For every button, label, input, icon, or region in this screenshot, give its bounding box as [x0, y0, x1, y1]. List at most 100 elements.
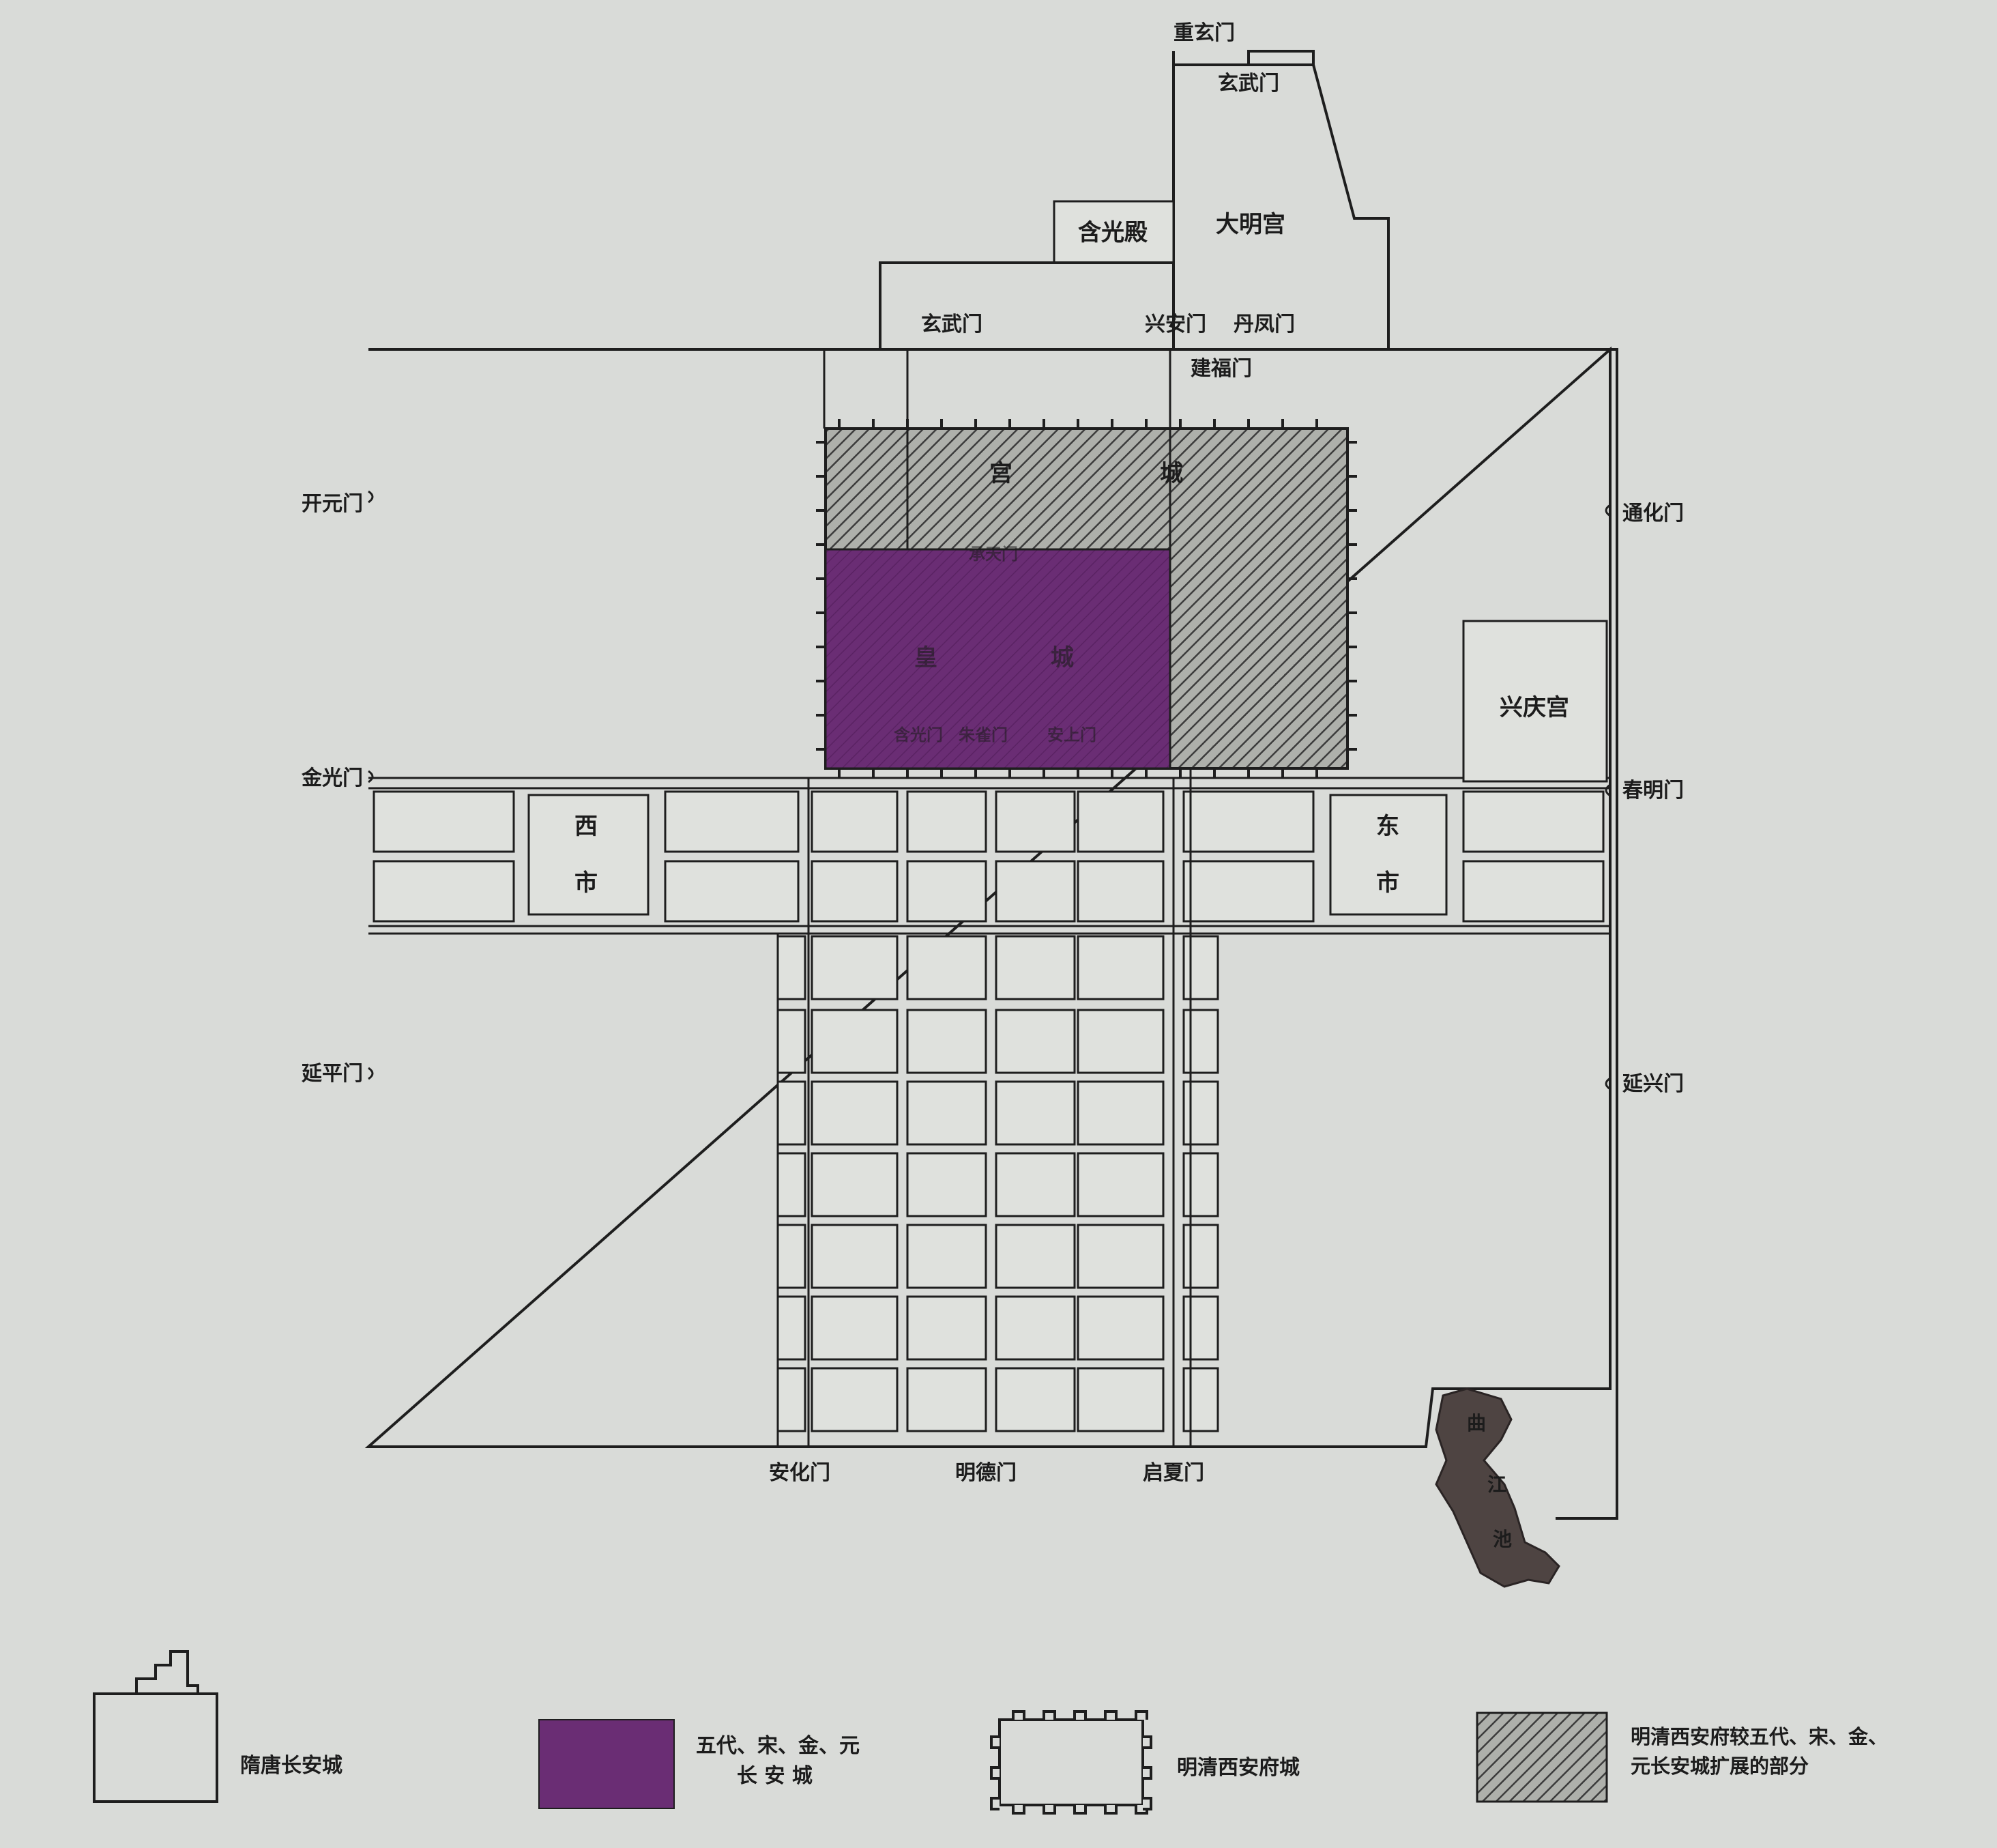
- ward-block: [1077, 1224, 1165, 1289]
- gate-yanxing: 延兴门: [1622, 1072, 1684, 1096]
- legend-item-sui-tang: 隋唐长安城: [93, 1650, 342, 1803]
- qujiang-pond: [1435, 1387, 1560, 1588]
- ward-block: [811, 790, 899, 853]
- gate-tonghua: 通化门: [1622, 502, 1684, 525]
- label-qujiang-3: 池: [1493, 1528, 1512, 1550]
- ward-block: [1077, 1080, 1165, 1146]
- ward-block: [1077, 1009, 1165, 1074]
- label-east-2: 市: [1376, 869, 1399, 897]
- label-west-1: 西: [574, 813, 598, 840]
- legend-label-2b: 长 安 城: [737, 1764, 813, 1788]
- label-hanguang: 含光殿: [1078, 219, 1148, 246]
- west-market: [527, 794, 650, 916]
- ward-block: [811, 1152, 899, 1217]
- ward-block: [906, 1295, 987, 1361]
- gate-jianfu: 建福门: [1191, 357, 1252, 381]
- gate-xuanwu: 玄武门: [921, 313, 982, 336]
- label-gong-1: 宫: [989, 460, 1012, 487]
- ward-block: [906, 1367, 987, 1432]
- label-huang-2: 城: [1051, 644, 1074, 672]
- song-jin-yuan-city: [824, 548, 1171, 770]
- ward-block: [811, 1009, 899, 1074]
- legend-label-1: 隋唐长安城: [240, 1754, 342, 1778]
- legend-label-2a: 五代、宋、金、元: [696, 1734, 860, 1758]
- ward-block: [664, 860, 800, 923]
- ward-block: [1182, 1295, 1219, 1361]
- daming-palace: [879, 50, 1390, 348]
- label-qujiang-2: 江: [1487, 1473, 1506, 1496]
- legend-label-4b: 元长安城扩展的部分: [1631, 1755, 1809, 1778]
- ward-block: [1077, 1367, 1165, 1432]
- ward-block: [995, 1295, 1076, 1361]
- ward-block: [995, 1367, 1076, 1432]
- gate-qixia: 启夏门: [1143, 1461, 1204, 1485]
- legend-item-ming-qing: 明清西安府城: [990, 1710, 1300, 1815]
- legend: 隋唐长安城 五代、宋、金、元 长 安 城 明清西安府城 明清西安府较五代、宋、金…: [93, 1650, 1888, 1815]
- label-xingqing: 兴庆宫: [1500, 694, 1569, 721]
- ward-block: [1182, 860, 1315, 923]
- ward-block: [776, 935, 806, 1000]
- legend-purple-swatch: [538, 1719, 675, 1809]
- ward-block: [664, 790, 800, 853]
- ward-block: [811, 935, 899, 1000]
- ward-block: [776, 1295, 806, 1361]
- gate-xingan: 兴安门: [1145, 313, 1206, 336]
- ward-block: [1077, 790, 1165, 853]
- gate-yanping: 延平门: [301, 1062, 363, 1086]
- ward-block: [811, 1295, 899, 1361]
- gate-jinguang: 金光门: [301, 766, 363, 790]
- label-gong-2: 城: [1160, 460, 1183, 487]
- label-west-2: 市: [574, 869, 598, 897]
- ming-qing-xian-city: [816, 419, 1357, 778]
- ward-block: [906, 935, 987, 1000]
- ward-block: [906, 1224, 987, 1289]
- ward-block: [995, 790, 1076, 853]
- ward-block: [995, 1009, 1076, 1074]
- legend-item-expansion: 明清西安府较五代、宋、金、 元长安城扩展的部分: [1476, 1712, 1888, 1803]
- inner-gate-2: 朱雀门: [959, 725, 1008, 745]
- ward-block: [1182, 1152, 1219, 1217]
- ward-block: [373, 860, 515, 923]
- ward-block: [1462, 790, 1605, 853]
- gate-anhua: 安化门: [769, 1461, 830, 1485]
- ward-block: [906, 1152, 987, 1217]
- ward-block: [1182, 790, 1315, 853]
- ward-block: [1182, 1080, 1219, 1146]
- gate-chunming: 春明门: [1622, 779, 1684, 803]
- ward-block: [906, 1080, 987, 1146]
- ward-block: [811, 1367, 899, 1432]
- ward-block: [906, 790, 987, 853]
- ward-block: [776, 1367, 806, 1432]
- ward-block: [811, 1224, 899, 1289]
- ward-block: [1182, 1009, 1219, 1074]
- ward-block: [995, 860, 1076, 923]
- label-huang-1: 皇: [914, 644, 937, 672]
- ward-block: [776, 1152, 806, 1217]
- gate-xuanwu-daming: 玄武门: [1218, 72, 1279, 96]
- gate-mingde: 明德门: [955, 1461, 1017, 1485]
- ward-block: [1182, 935, 1219, 1000]
- ward-block: [906, 860, 987, 923]
- ward-block: [1077, 1295, 1165, 1361]
- gate-danfeng: 丹凤门: [1234, 313, 1295, 336]
- ward-block: [906, 1009, 987, 1074]
- xingqing-palace: [1462, 620, 1608, 783]
- ward-block: [811, 1080, 899, 1146]
- ward-block: [1077, 935, 1165, 1000]
- ward-block: [776, 1080, 806, 1146]
- ward-block: [995, 935, 1076, 1000]
- ward-block: [373, 790, 515, 853]
- east-market: [1329, 794, 1448, 916]
- legend-label-4a: 明清西安府较五代、宋、金、: [1631, 1725, 1888, 1748]
- inner-gate-4: 承天门: [969, 545, 1018, 564]
- legend-label-3: 明清西安府城: [1177, 1756, 1300, 1780]
- ward-block: [995, 1152, 1076, 1217]
- label-daming: 大明宫: [1216, 211, 1285, 238]
- ward-block: [1182, 1367, 1219, 1432]
- gate-kaiyuan: 开元门: [302, 492, 363, 516]
- ward-block: [1182, 1224, 1219, 1289]
- ward-block: [811, 860, 899, 923]
- inner-gate-1: 含光门: [894, 725, 943, 745]
